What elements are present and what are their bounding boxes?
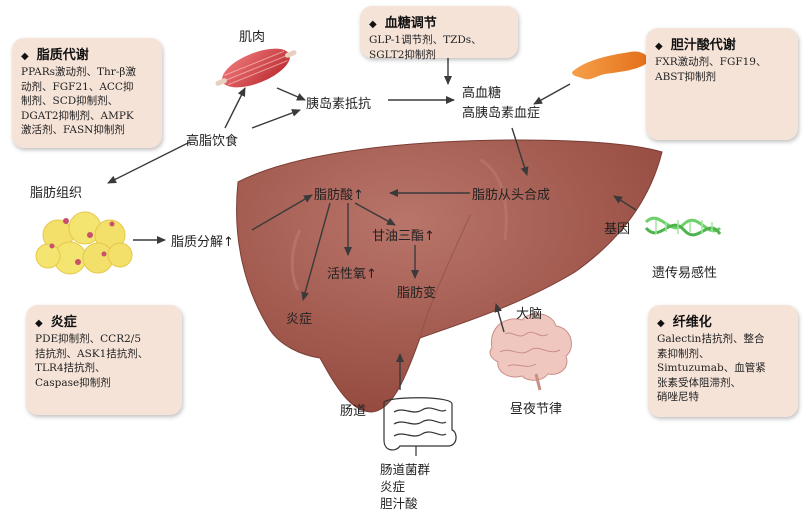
bile-acid-metabolism-line: FXR激动剂、FGF19、 — [655, 55, 789, 70]
lipid-metabolism-line: DGAT2抑制剂、AMPK — [21, 109, 153, 124]
glucose-regulation-title: 血糖调节 — [385, 16, 437, 31]
diamond-bullet-icon: ◆ — [657, 318, 665, 329]
hyperinsulinemia-label: 高胰岛素血症 — [462, 102, 540, 121]
fibrosis-line: 硝唑尼特 — [657, 390, 789, 405]
ros-label: 活性氧↑ — [327, 263, 377, 282]
fibrosis-title: 纤维化 — [673, 315, 712, 330]
fibrosis-line: 素抑制剂、 — [657, 347, 789, 362]
diamond-bullet-icon: ◆ — [21, 51, 29, 62]
intestine-icon — [384, 398, 456, 456]
lipid-metabolism-box: ◆ 脂质代谢 PPARs激动剂、Thr-β激 动剂、FGF21、ACC抑 制剂、S… — [12, 38, 162, 148]
muscle-icon — [212, 39, 299, 98]
steatosis-label: 脂肪变 — [397, 282, 436, 301]
glucose-regulation-line: GLP-1调节剂、TZDs、 — [369, 33, 509, 48]
muscle-label: 肌肉 — [239, 26, 265, 45]
fatty-acid-label: 脂肪酸↑ — [314, 184, 364, 203]
fat-tissue-icon — [36, 212, 132, 274]
inflammation-box: ◆炎症 PDE抑制剂、CCR2/5 拮抗剂、ASK1拮抗剂、 TLR4拮抗剂、 … — [26, 305, 182, 415]
dna-icon — [646, 218, 720, 235]
fibrosis-box: ◆ 纤维化 Galectin拮抗剂、整合 素抑制剂、 Simtuzumab、血管紧… — [648, 305, 798, 417]
lipid-metabolism-line: 制剂、SCD抑制剂、 — [21, 94, 153, 109]
liver-icon — [237, 140, 662, 412]
high-fat-diet-label: 高脂饮食 — [186, 130, 238, 149]
lipid-metabolism-line: 激活剂、FASN抑制剂 — [21, 123, 153, 138]
high-glucose-label: 高血糖 — [462, 82, 501, 101]
fibrosis-line: Simtuzumab、血管紧 — [657, 361, 789, 376]
adipose-tissue-label: 脂肪组织 — [30, 182, 82, 201]
gene-label: 基因 — [604, 218, 630, 237]
pancreas-icon — [572, 52, 648, 80]
diamond-bullet-icon: ◆ — [655, 41, 663, 52]
glucose-regulation-line: SGLT2抑制剂 — [369, 48, 509, 63]
inflammation-line: Caspase抑制剂 — [35, 376, 173, 391]
gut-label: 肠道 — [340, 400, 366, 419]
bile-acid-metabolism-line: ABST抑制剂 — [655, 70, 789, 85]
fibrosis-line: 张素受体阻滞剂、 — [657, 376, 789, 391]
inflammation-title: 炎症 — [51, 315, 77, 330]
circadian-rhythm-label: 昼夜节律 — [510, 398, 562, 417]
lipid-metabolism-line: 动剂、FGF21、ACC抑 — [21, 80, 153, 95]
fibrosis-line: Galectin拮抗剂、整合 — [657, 332, 789, 347]
insulin-resistance-label: 胰岛素抵抗 — [306, 93, 371, 112]
diamond-bullet-icon: ◆ — [369, 19, 377, 30]
lipid-metabolism-line: PPARs激动剂、Thr-β激 — [21, 65, 153, 80]
glucose-regulation-box: ◆血糖调节 GLP-1调节剂、TZDs、 SGLT2抑制剂 — [360, 6, 518, 58]
inflammation-line: 拮抗剂、ASK1拮抗剂、 — [35, 347, 173, 362]
bile-acid-metabolism-box: ◆ 胆汁酸代谢 FXR激动剂、FGF19、 ABST抑制剂 — [646, 28, 798, 140]
inflammation-line: PDE抑制剂、CCR2/5 — [35, 332, 173, 347]
inflammation-line: TLR4拮抗剂、 — [35, 361, 173, 376]
de-novo-lipogenesis-label: 脂肪从头合成 — [472, 184, 550, 203]
bile-acid-metabolism-title: 胆汁酸代谢 — [671, 38, 736, 53]
genetic-susceptibility-label: 遗传易感性 — [652, 262, 717, 281]
triglyceride-label: 甘油三酯↑ — [372, 225, 435, 244]
lipid-metabolism-title: 脂质代谢 — [37, 48, 89, 63]
brain-label: 大脑 — [516, 303, 542, 322]
lipolysis-label: 脂质分解↑ — [171, 231, 234, 250]
gut-bile-acid-label: 胆汁酸 — [380, 493, 418, 512]
liver-inflammation-label: 炎症 — [286, 308, 312, 327]
diamond-bullet-icon: ◆ — [35, 318, 43, 329]
